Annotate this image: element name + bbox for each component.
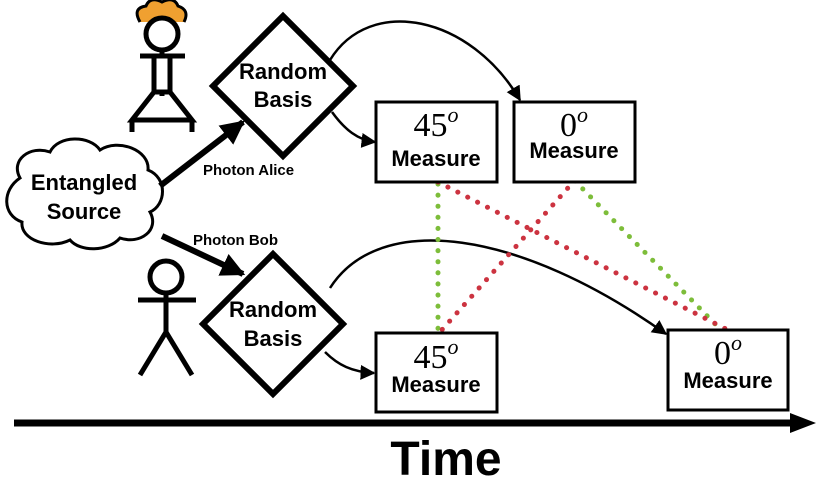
alice-random-basis: Random Basis <box>208 11 358 161</box>
alice-measure-45-box: 45o Measure <box>374 100 499 184</box>
source-label-line1: Entangled <box>31 170 137 195</box>
bob-random-basis: Random Basis <box>198 249 348 399</box>
alice-45-deg: o <box>448 102 459 127</box>
alice-to-45-curve <box>330 111 377 148</box>
alice-figure-icon <box>126 0 198 132</box>
source-label-line2: Source <box>47 199 122 224</box>
alice-to-0-curve <box>328 20 522 102</box>
bob-45-angle: 45 <box>414 339 448 376</box>
time-arrowhead-icon <box>790 413 816 433</box>
alice-0-label: Measure <box>529 138 618 163</box>
photon-alice-label: Photon Alice <box>203 162 294 179</box>
entangled-source-cloud: Entangled Source <box>5 137 164 251</box>
green-line-0-0 <box>572 178 723 332</box>
bob-0-deg: o <box>731 330 742 355</box>
alice-0-deg: o <box>577 102 588 127</box>
bob-45-deg: o <box>448 334 459 359</box>
photon-bob-arrow <box>160 233 246 277</box>
svg-text:0o: 0o <box>560 102 588 144</box>
alice-measure-0-box: 0o Measure <box>512 100 637 184</box>
bob-to-45-curve <box>324 351 376 380</box>
alice-hair <box>135 0 188 23</box>
alice-basis-line2: Basis <box>254 87 313 112</box>
svg-text:45o: 45o <box>414 102 459 144</box>
svg-text:0o: 0o <box>714 330 742 372</box>
bob-to-0-curve <box>328 239 668 336</box>
bob-measure-45-box: 45o Measure <box>374 331 499 414</box>
bob-0-angle: 0 <box>714 335 731 372</box>
time-axis: Time <box>14 413 816 480</box>
alice-0-angle: 0 <box>560 107 577 144</box>
photon-bob-label: Photon Bob <box>193 232 278 249</box>
svg-text:45o: 45o <box>414 334 459 376</box>
bob-measure-0-box: 0o Measure <box>666 328 790 412</box>
correlation-lines <box>435 177 731 337</box>
bob-basis-line1: Random <box>229 297 317 322</box>
bob-basis-line2: Basis <box>244 326 303 351</box>
bob-figure-icon <box>137 258 196 377</box>
bob-45-label: Measure <box>391 372 480 397</box>
alice-45-angle: 45 <box>414 107 448 144</box>
red-line-0-45 <box>437 177 578 335</box>
time-label: Time <box>390 433 501 480</box>
red-line-45-0 <box>435 179 731 333</box>
alice-45-label: Measure <box>391 146 480 171</box>
alice-basis-line1: Random <box>239 59 327 84</box>
photon-alice-arrow <box>158 119 245 189</box>
bob-0-label: Measure <box>683 368 772 393</box>
